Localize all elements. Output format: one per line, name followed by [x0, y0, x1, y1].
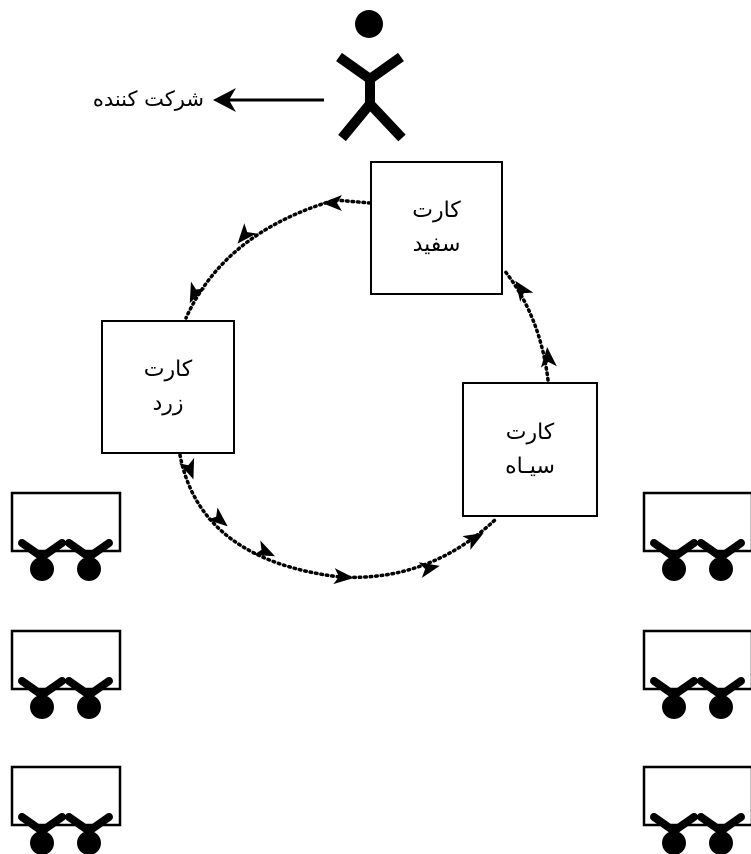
card-white: کارت سفید [370, 161, 503, 295]
desk-icon [642, 491, 751, 581]
person-icon [336, 10, 406, 142]
arrowhead-icon [253, 540, 276, 557]
chair-icon [697, 813, 745, 854]
card-black: کارت سیـاه [462, 382, 598, 517]
desk-icon [642, 629, 751, 719]
chair-icon [697, 539, 745, 581]
chair-icon [65, 677, 113, 719]
chair-icon [18, 539, 66, 581]
card-yellow-line2: زرد [152, 391, 184, 416]
arrowhead-icon [418, 562, 440, 578]
arrowhead-icon [333, 568, 354, 585]
arrowhead-icon [189, 281, 206, 304]
card-yellow: کارت زرد [101, 320, 235, 454]
arrowhead-icon [179, 457, 195, 480]
arrowhead-icon [540, 347, 557, 368]
arrowhead-icon [207, 507, 228, 527]
card-black-line1: کارت [505, 419, 555, 445]
chair-icon [650, 539, 698, 581]
arrowhead-icon [462, 533, 484, 550]
card-white-line1: کارت [412, 198, 461, 223]
arrowhead-icon [515, 280, 534, 302]
chair-icon [650, 677, 698, 719]
cycle-arrowheads [179, 195, 557, 585]
chair-icon [697, 677, 745, 719]
card-yellow-line1: کارت [143, 357, 193, 382]
desk-column-left [10, 491, 122, 854]
desk-icon [10, 629, 122, 719]
desk-icon [10, 765, 122, 854]
desk-icon [642, 765, 751, 854]
participant-label: شرکت کننده [92, 87, 204, 111]
desk-column-right [642, 491, 751, 854]
arrowhead-icon [237, 223, 257, 244]
chair-icon [18, 677, 66, 719]
chair-icon [18, 813, 66, 854]
chair-icon [650, 813, 698, 854]
chair-icon [65, 813, 113, 854]
card-black-line2: سیـاه [505, 453, 555, 479]
desk-icon [10, 491, 122, 581]
arrowhead-icon [322, 195, 342, 211]
card-white-line2: سفید [412, 232, 461, 257]
chair-icon [65, 539, 113, 581]
participant-arrow [213, 88, 324, 112]
